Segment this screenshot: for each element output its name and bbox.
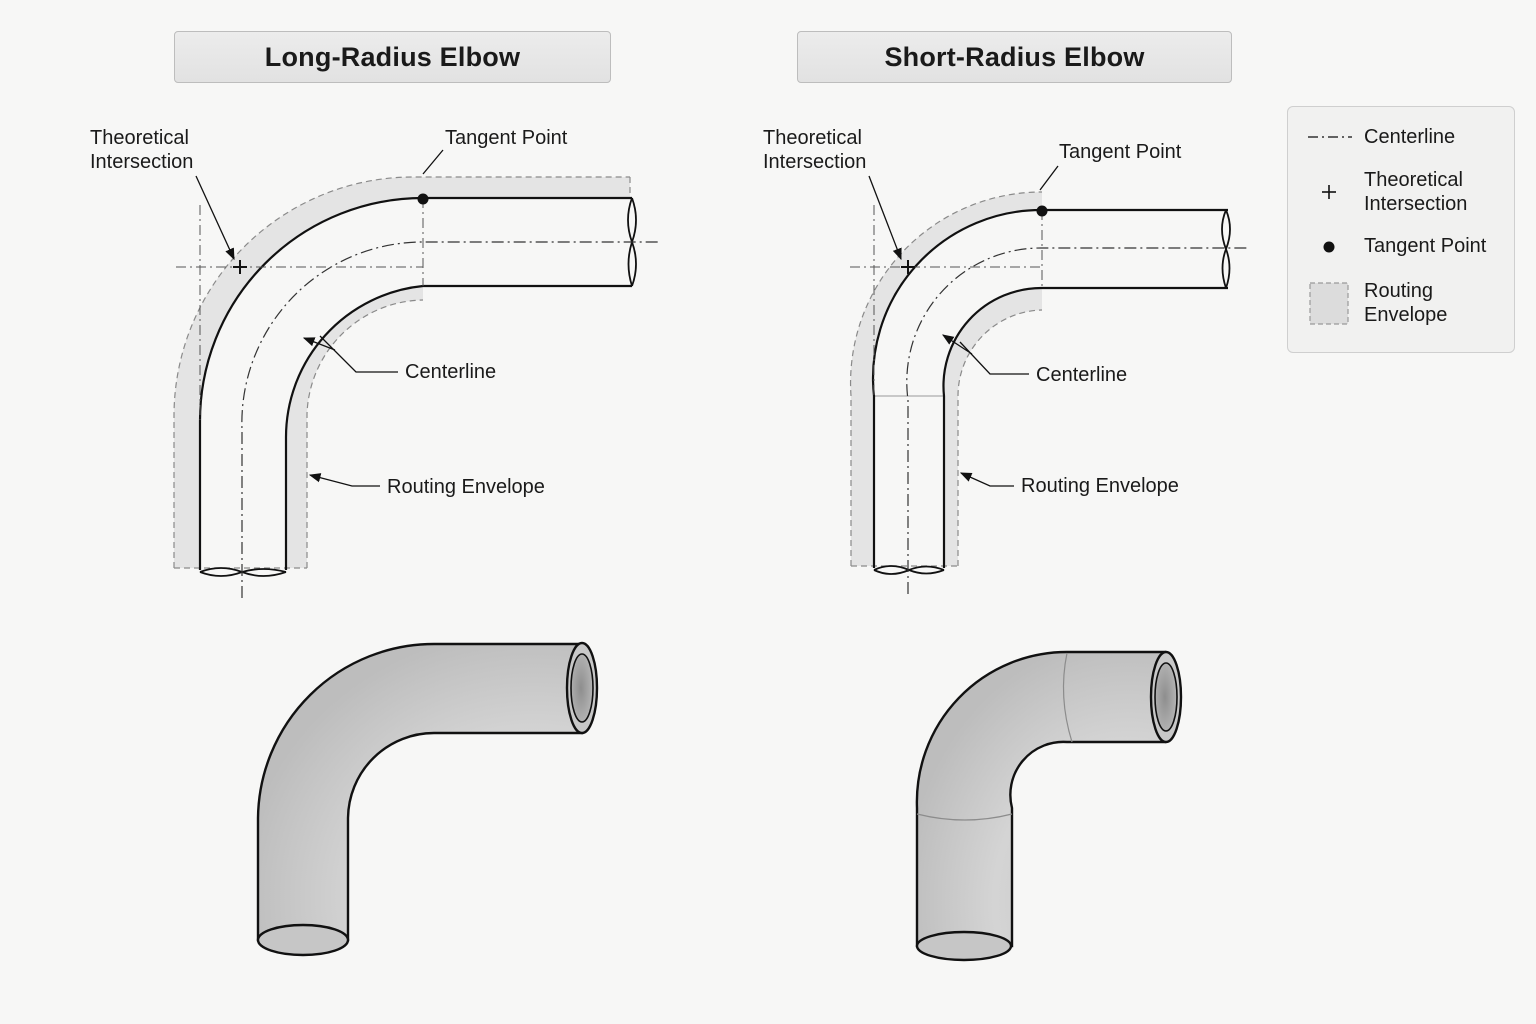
- long-radius-centerline: [241, 241, 660, 598]
- long-radius-title: Long-Radius Elbow: [174, 31, 611, 83]
- short-radius-centerline: [906, 247, 1250, 594]
- short-radius-centerline-label: Centerline: [1036, 364, 1128, 386]
- long-radius-title-text: Long-Radius Elbow: [264, 41, 521, 72]
- short-radius-3d-view: [915, 650, 1183, 962]
- legend: Centerline Theoretical Intersection Tang…: [1287, 106, 1515, 353]
- legend-label-tangent-point: Tangent Point: [1364, 235, 1487, 257]
- long-radius-intersection-label: Theoretical Intersection: [90, 126, 193, 174]
- long-radius-centerline-label: Centerline: [405, 361, 497, 383]
- long-radius-pipe-outline: [198, 196, 632, 570]
- long-radius-tangent-point-dot: [417, 193, 429, 205]
- short-radius-routing-envelope-label: Routing Envelope: [1021, 475, 1179, 497]
- short-radius-tangent-point-label: Tangent Point: [1059, 141, 1182, 163]
- legend-label-centerline: Centerline: [1364, 126, 1456, 148]
- legend-label-routing-envelope-line2: Envelope: [1364, 304, 1448, 326]
- long-radius-intersection-label-line1: Theoretical: [90, 127, 189, 149]
- short-radius-intersection-label-line1: Theoretical: [763, 127, 862, 149]
- legend-label-routing-envelope-line1: Routing: [1364, 280, 1433, 302]
- dash-dot-line-icon: [1308, 136, 1352, 138]
- long-radius-routing-envelope: [174, 177, 630, 568]
- short-radius-intersection-label: Theoretical Intersection: [763, 126, 866, 174]
- short-radius-routing-envelope: [850, 191, 1042, 566]
- long-radius-2d-view: [173, 149, 660, 598]
- legend-label-intersection: Theoretical Intersection: [1364, 168, 1467, 216]
- long-radius-intersection-label-line2: Intersection: [90, 151, 194, 173]
- long-radius-tangent-point-label: Tangent Point: [445, 127, 568, 149]
- dot-icon: [1323, 241, 1335, 253]
- short-radius-title: Short-Radius Elbow: [797, 31, 1232, 83]
- short-radius-2d-view: [849, 165, 1250, 594]
- legend-label-intersection-line2: Intersection: [1364, 193, 1468, 215]
- cross-icon: [1322, 185, 1336, 199]
- long-radius-3d-view: [256, 641, 599, 957]
- long-radius-intersection-cross: [233, 260, 247, 274]
- legend-label-routing-envelope: Routing Envelope: [1364, 279, 1447, 327]
- short-radius-title-text: Short-Radius Elbow: [884, 41, 1145, 72]
- short-radius-intersection-label-line2: Intersection: [763, 151, 867, 173]
- short-radius-tangent-point-dot: [1036, 205, 1048, 217]
- long-radius-routing-envelope-label: Routing Envelope: [387, 476, 545, 498]
- short-radius-intersection-cross: [901, 260, 915, 274]
- shaded-square-icon: [1309, 282, 1349, 325]
- short-radius-pipe-outline: [871, 208, 1228, 568]
- legend-label-intersection-line1: Theoretical: [1364, 169, 1463, 191]
